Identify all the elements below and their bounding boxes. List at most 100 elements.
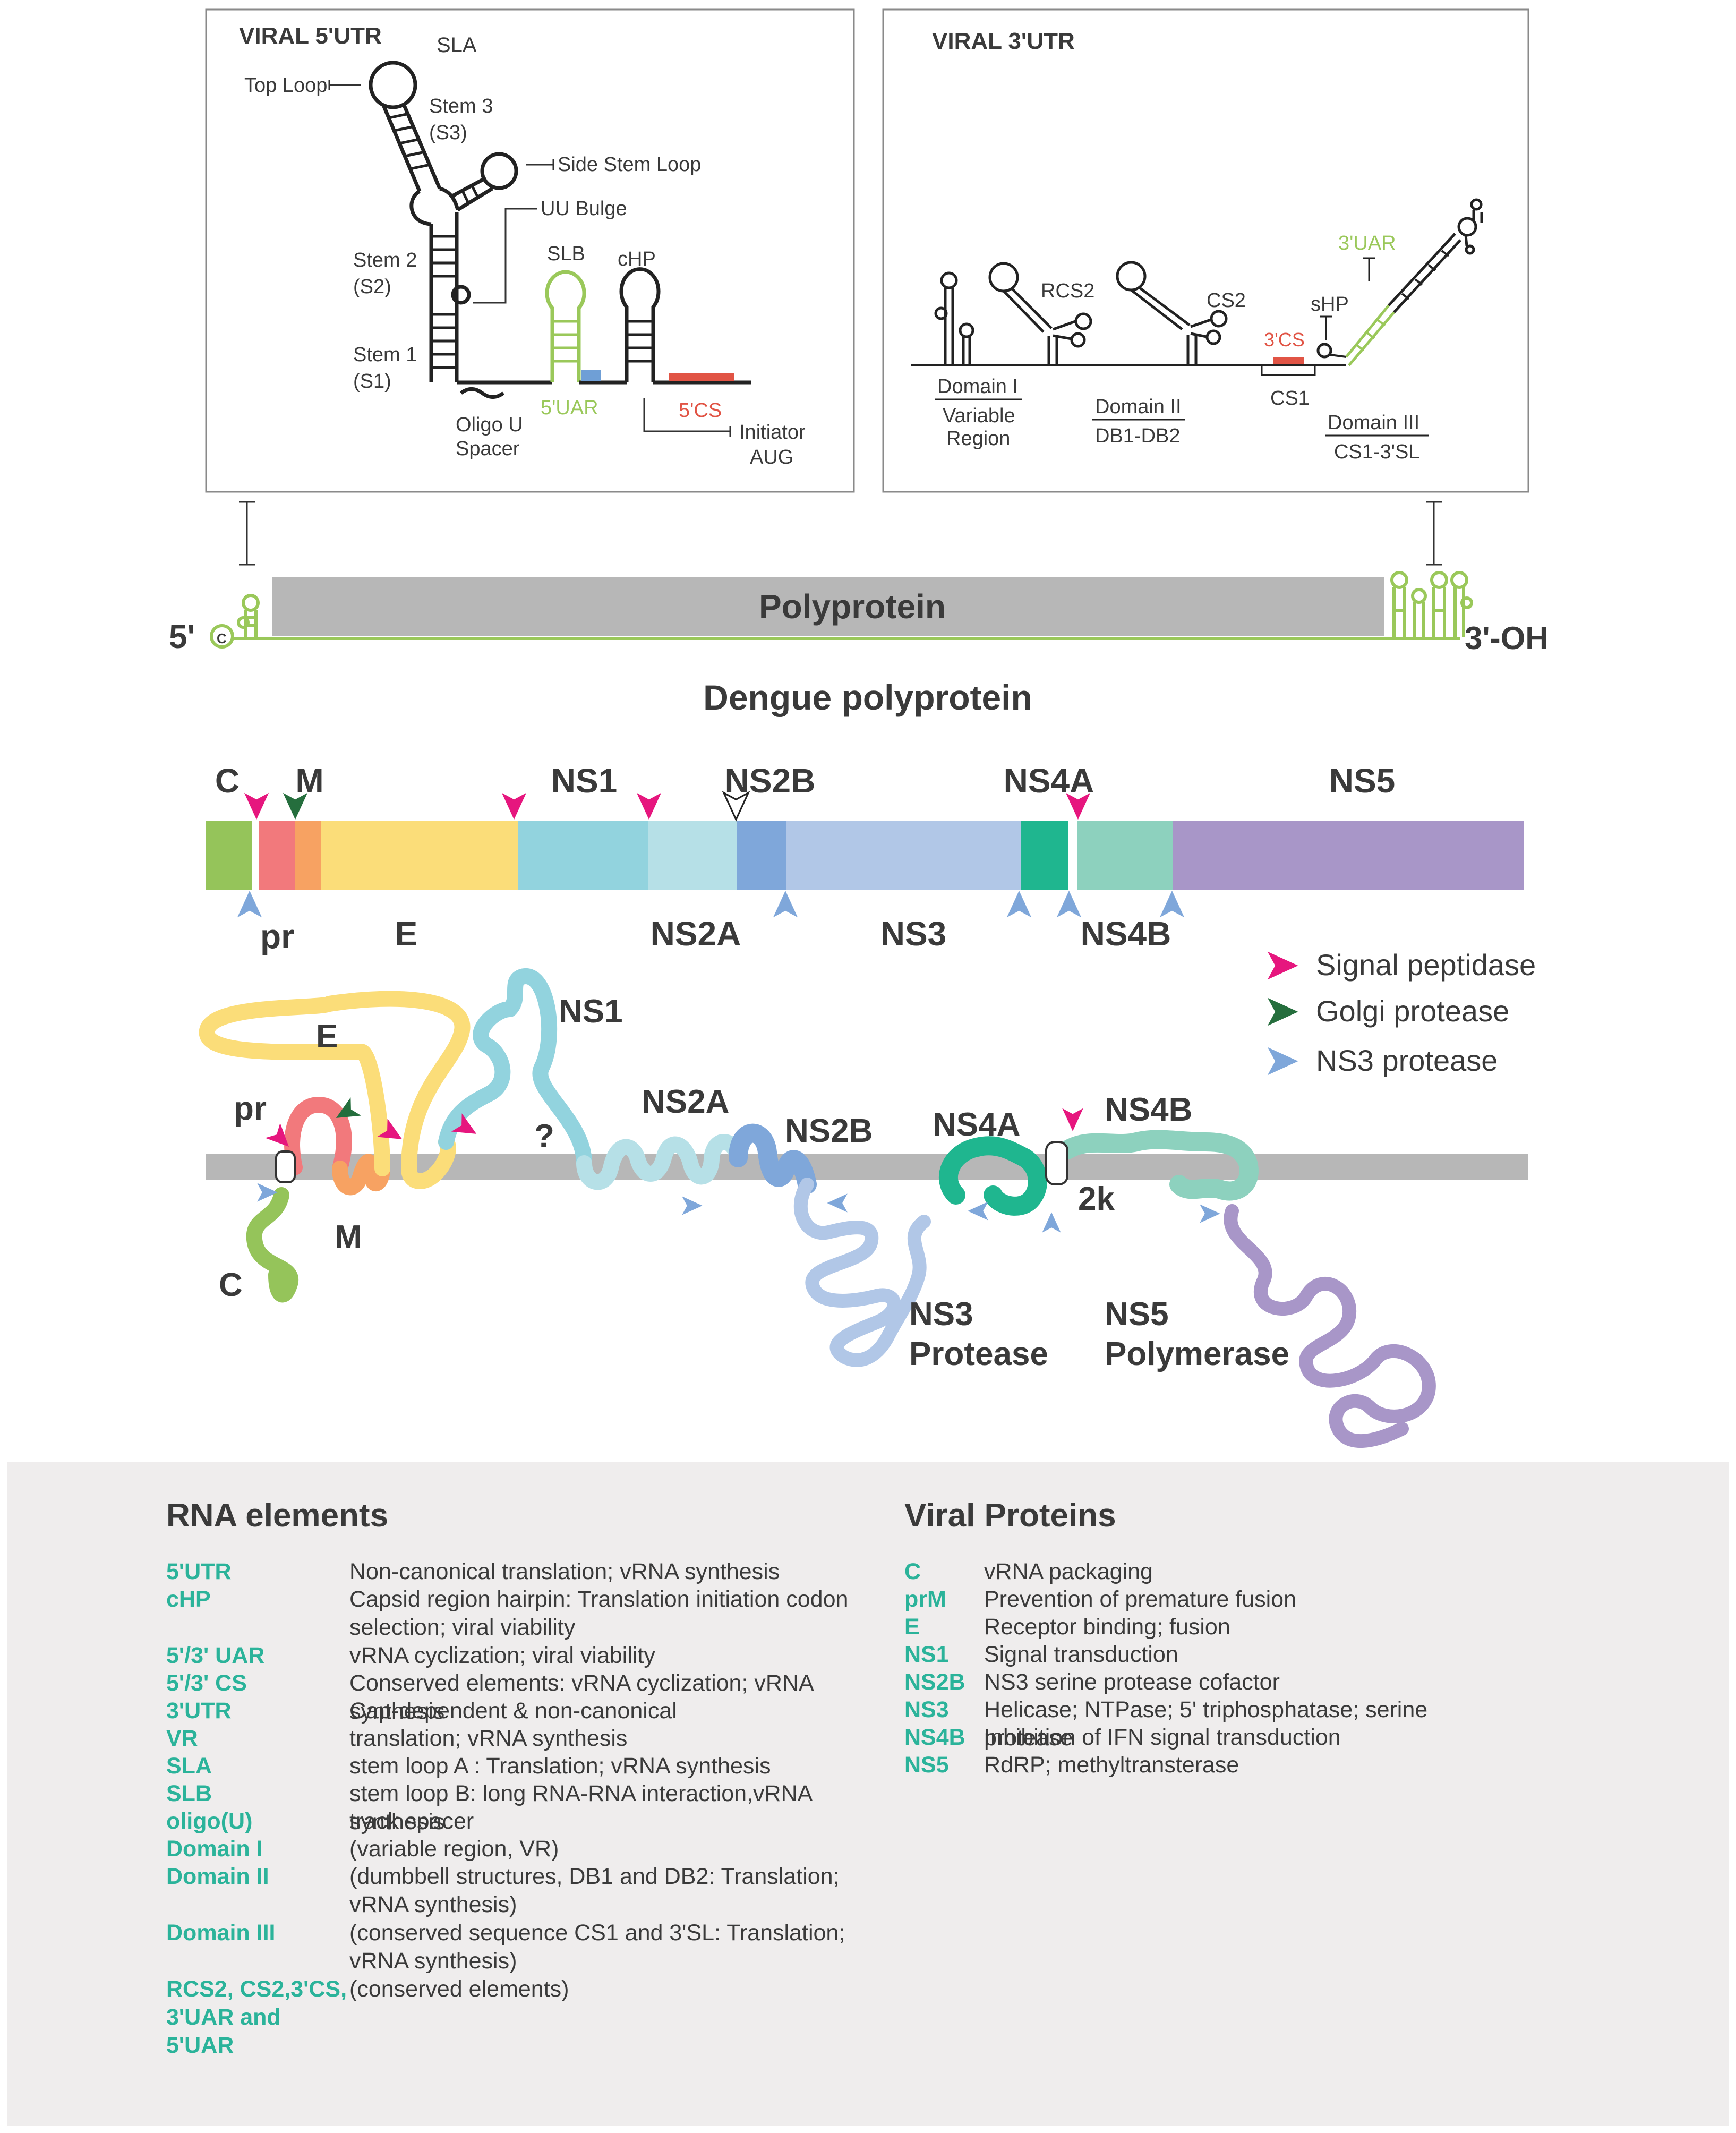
segment-ns2b — [737, 821, 786, 890]
five-prime-label: 5' — [169, 619, 195, 655]
stem2-label: Stem 2 — [353, 249, 417, 271]
initiator-label: Initiator — [739, 421, 806, 443]
utr5-title: VIRAL 5'UTR — [239, 23, 382, 49]
label-question: ? — [534, 1118, 554, 1155]
spacer-label: Spacer — [456, 438, 520, 460]
utr3-panel: VIRAL 3'UTR RCS2 CS2 3'CS CS1 sHP — [882, 8, 1529, 493]
label-m: M — [335, 1219, 362, 1256]
oligo-u-wave — [459, 387, 505, 399]
label-2k: 2k — [1078, 1181, 1115, 1217]
utr5-panel: VIRAL 5'UTR SLA Top Loop Stem 3 (S3) Sid… — [205, 8, 855, 493]
protein-ns1 — [438, 968, 592, 1171]
rna-row: Domain II(dumbbell structures, DB1 and D… — [166, 1864, 840, 1917]
label-ns2b: NS2B — [785, 1113, 873, 1149]
aug-label: AUG — [750, 446, 793, 468]
shp-label: sHP — [1311, 293, 1349, 315]
db-label: DB1-DB2 — [1095, 425, 1181, 447]
rna-row: Domain I(variable region, VR) — [166, 1836, 559, 1862]
domain1-label: Domain I — [937, 376, 1018, 398]
label-ns5: NS5 — [1105, 1296, 1169, 1333]
label-e: E — [316, 1018, 338, 1055]
bar-label-ns4b: NS4B — [1081, 915, 1171, 953]
protein-ns3 — [793, 1178, 931, 1367]
top-loop-label: Top Loop — [244, 74, 327, 97]
variable-label: Variable — [943, 405, 1015, 427]
segment-ns1 — [518, 821, 648, 890]
segment-bar: C M NS1 NS2B NS4A NS5 pr E NS2A NS3 NS4B — [206, 762, 1524, 955]
signal-anchor-c — [275, 1150, 296, 1183]
cs5-box — [669, 373, 734, 381]
segment-ns4a — [1021, 821, 1068, 890]
uar5-label: 5'UAR — [541, 397, 598, 419]
bar-label-ns3: NS3 — [880, 915, 947, 953]
legend-golgi: Golgi protease — [1316, 994, 1509, 1028]
protein-e — [199, 991, 471, 1189]
rna-elements-title: RNA elements — [166, 1497, 389, 1534]
protein-ns4a — [938, 1136, 1047, 1216]
s3-label: (S3) — [429, 122, 467, 144]
stem3-label: Stem 3 — [429, 95, 493, 117]
bar-label-c: C — [215, 762, 240, 800]
cs5-label: 5'CS — [679, 399, 722, 422]
legend-ns3: NS3 protease — [1316, 1044, 1498, 1077]
cap-icon — [210, 624, 234, 649]
protein-ns2b — [729, 1123, 817, 1194]
cs3-label: 3'CS — [1264, 329, 1305, 351]
label-ns4a: NS4A — [933, 1106, 1020, 1143]
signal-peptidase-sites — [244, 792, 1091, 820]
oligo-u-label: Oligo U — [456, 414, 523, 436]
cs2-dumbbell — [1116, 261, 1228, 365]
slb-label: SLB — [547, 243, 585, 265]
label-ns1: NS1 — [559, 993, 623, 1030]
stem1-label: Stem 1 — [353, 344, 417, 366]
domain3-label: Domain III — [1328, 412, 1419, 434]
cs3-box — [1273, 357, 1304, 364]
segment-ns2a — [648, 821, 737, 890]
slb-structure — [545, 270, 586, 382]
protein-ns2a — [576, 1134, 746, 1190]
segment-ns5 — [1173, 821, 1524, 890]
label-ns2a: NS2A — [642, 1083, 729, 1120]
label-pr: pr — [234, 1090, 267, 1127]
segment-ns3 — [786, 821, 1021, 890]
viral-genome: 5' C Polyprotein 3'-OH — [169, 501, 1549, 656]
polyprotein-label: Polyprotein — [759, 587, 946, 626]
bar-label-ns4a: NS4A — [1004, 762, 1094, 800]
cs2-label: CS2 — [1207, 289, 1246, 312]
peptide-2k — [1045, 1141, 1068, 1185]
segment-c — [206, 821, 252, 890]
protein-c — [246, 1187, 298, 1303]
side-stem-loop-label: Side Stem Loop — [558, 153, 701, 176]
protein-pr — [284, 1097, 352, 1176]
3sl-structure — [1345, 198, 1483, 366]
s2-label: (S2) — [353, 276, 391, 298]
rna-row: Domain III(conserved sequence CS1 and 3'… — [166, 1920, 845, 1974]
bar-label-ns2b: NS2B — [725, 762, 816, 800]
dengue-genome-diagram: VIRAL 5'UTR SLA Top Loop Stem 3 (S3) Sid… — [169, 8, 1549, 1448]
label-polymerase: Polymerase — [1105, 1336, 1289, 1372]
cs1-box — [1261, 364, 1316, 376]
bar-label-pr: pr — [260, 917, 294, 955]
signal-peptidase-icon — [1267, 951, 1298, 980]
rna-row: RCS2, CS2,3'CS, 3'UAR and 5'UAR(conserve… — [166, 1976, 569, 2058]
domain1-hairpins — [934, 271, 974, 365]
ns3-protease-sites — [237, 890, 1185, 918]
cs1-label: CS1 — [1270, 387, 1310, 409]
chp-structure — [619, 267, 751, 385]
viral-proteins-title: Viral Proteins — [904, 1497, 1116, 1534]
protein-m — [332, 1154, 390, 1196]
rcs2-label: RCS2 — [1041, 280, 1094, 302]
utr3-title: VIRAL 3'UTR — [932, 28, 1075, 54]
protein-ns5 — [1224, 1204, 1436, 1448]
ns3-protease-icon — [1267, 1047, 1298, 1076]
